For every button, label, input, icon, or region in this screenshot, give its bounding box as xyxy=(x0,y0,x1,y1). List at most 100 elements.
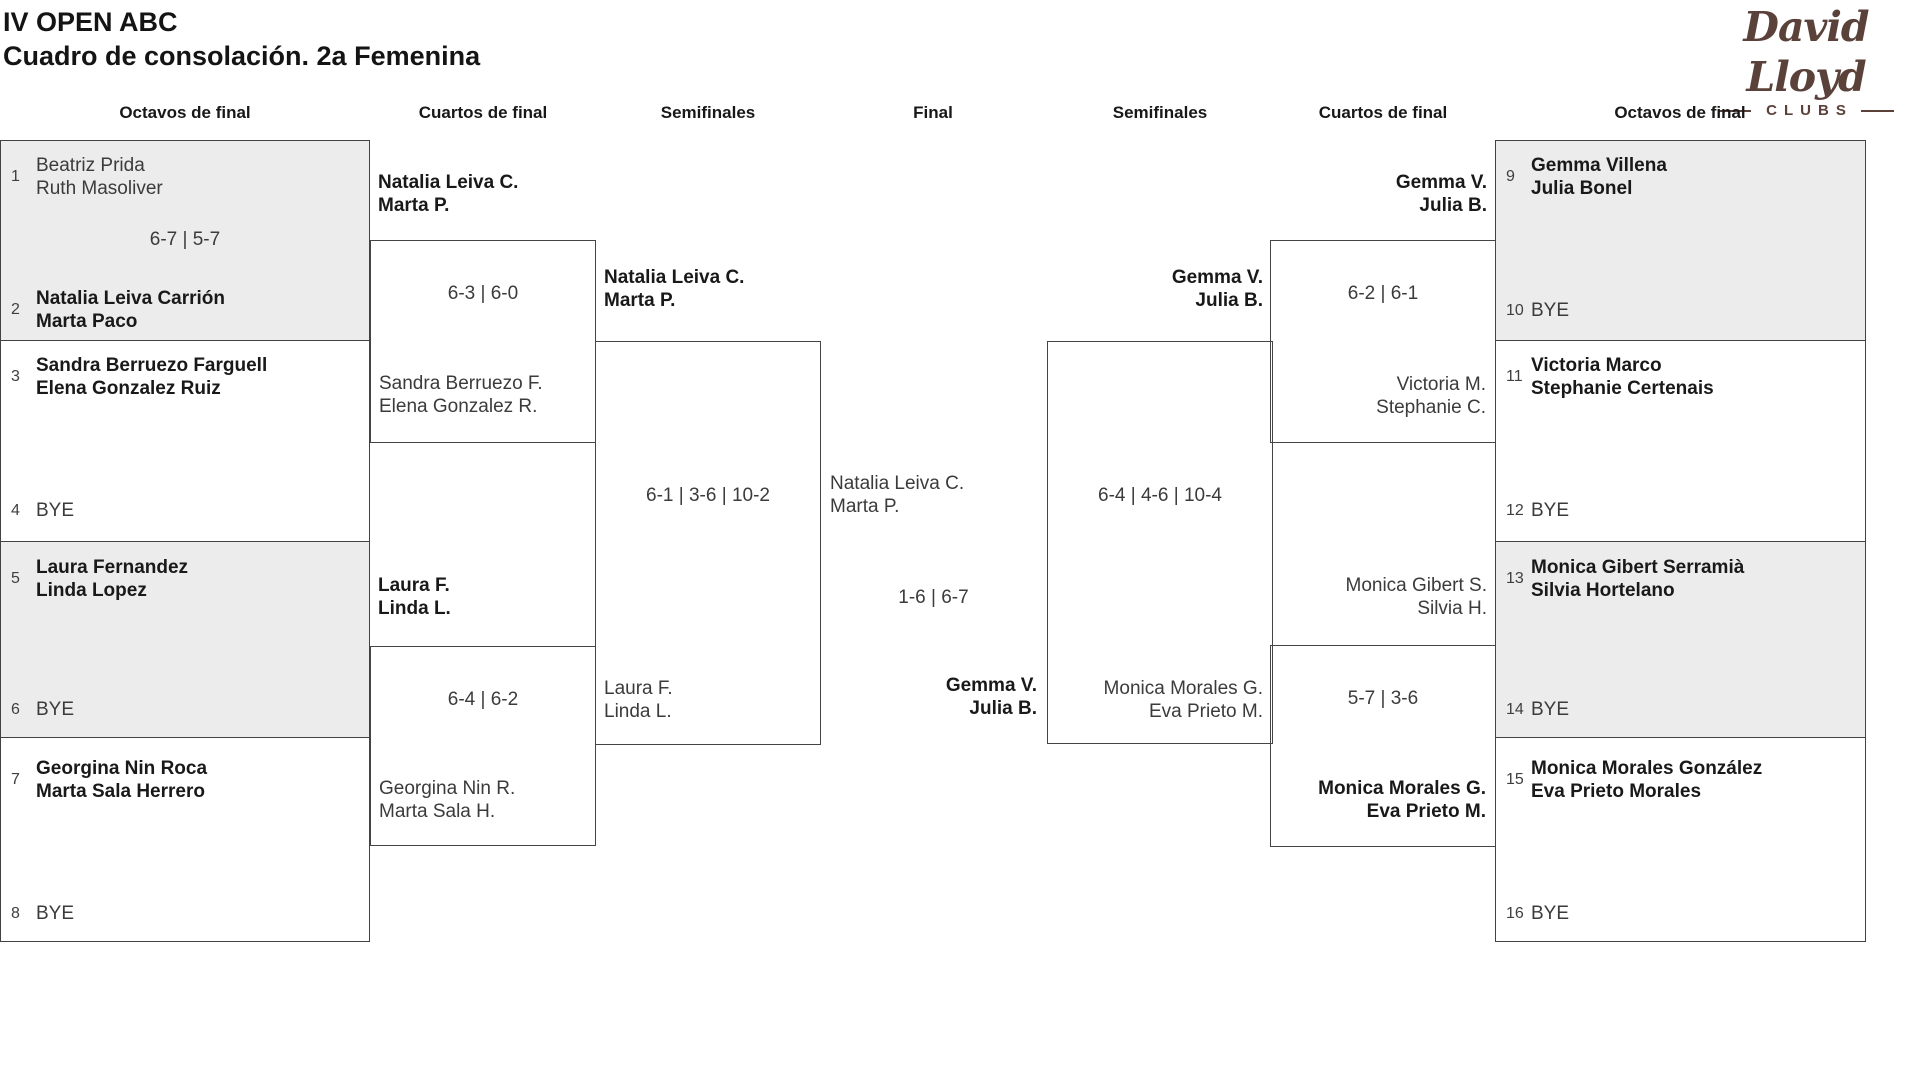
bracket-entry-8: 8 BYE xyxy=(11,902,74,925)
round-header-semis-left: Semifinales xyxy=(660,103,756,122)
draw-name: Cuadro de consolación. 2a Femenina xyxy=(3,41,481,71)
team-label-sf-right-winner: Gemma V.Julia B. xyxy=(1171,267,1263,311)
tournament-name: IV OPEN ABC xyxy=(3,7,178,37)
team-label: Georgina Nin R.Marta Sala H. xyxy=(379,778,516,822)
logo-dash-left xyxy=(1718,109,1752,112)
match-box-qf-right-2: 5-7 | 3-6 Monica Morales G.Eva Prieto M. xyxy=(1270,645,1496,847)
round-header-octavos-right: Octavos de final xyxy=(1614,103,1746,122)
bracket-entry-4: 4 BYE xyxy=(11,499,74,522)
team-label-qf-left-2-winner: Laura F.Linda L. xyxy=(378,575,451,619)
match-box-sf-left: 6-1 | 3-6 | 10-2 Laura F.Linda L. xyxy=(595,341,821,745)
match-box-qf-left-2: 6-4 | 6-2 Georgina Nin R.Marta Sala H. xyxy=(370,646,596,846)
seed-number: 10 xyxy=(1506,301,1524,319)
seed-number: 2 xyxy=(11,301,20,318)
seed-number: 4 xyxy=(11,501,20,519)
team-label: Victoria M.Stephanie C. xyxy=(1376,374,1486,418)
match-score: 6-3 | 6-0 xyxy=(447,283,519,304)
match-score: 6-4 | 4-6 | 10-4 xyxy=(1098,485,1222,506)
round-header-octavos-left: Octavos de final xyxy=(119,103,251,122)
bracket-entry-6: 6 BYE xyxy=(11,698,74,721)
bracket-entry-10: 10 BYE xyxy=(1506,299,1569,322)
final-score: 1-6 | 6-7 xyxy=(898,587,969,608)
round-header-cuartos-right: Cuartos de final xyxy=(1318,103,1448,122)
bye-label: BYE xyxy=(1531,903,1570,924)
seed-number: 5 xyxy=(11,570,20,587)
match-box-qf-right-1: 6-2 | 6-1 Victoria M.Stephanie C. xyxy=(1270,240,1496,443)
match-box-sf-right: 6-4 | 4-6 | 10-4 Monica Morales G.Eva Pr… xyxy=(1047,341,1273,744)
david-lloyd-logo: David Lloyd CLUBS xyxy=(1700,2,1912,119)
seed-number: 16 xyxy=(1506,904,1524,922)
logo-dash-right xyxy=(1860,109,1894,112)
bracket-entry-14: 14 BYE xyxy=(1506,698,1569,721)
seed-number: 3 xyxy=(11,368,20,385)
bye-label: BYE xyxy=(36,500,75,521)
round-header-cuartos-left: Cuartos de final xyxy=(418,103,548,122)
bye-label: BYE xyxy=(36,903,75,924)
team-label: Laura F.Linda L. xyxy=(604,678,673,722)
round-header-final: Final xyxy=(913,103,953,122)
team-label: Sandra Berruezo F.Elena Gonzalez R. xyxy=(379,373,543,417)
team-label-qf-right-1-winner: Gemma V.Julia B. xyxy=(1395,172,1487,216)
bye-label: BYE xyxy=(1531,300,1570,321)
bye-label: BYE xyxy=(1531,699,1570,720)
logo-tagline: CLUBS xyxy=(1700,102,1912,119)
seed-number: 7 xyxy=(11,771,20,788)
team-label-sf-left-winner: Natalia Leiva C.Marta P. xyxy=(604,267,745,311)
match-box-qf-left-1: 6-3 | 6-0 Sandra Berruezo F.Elena Gonzal… xyxy=(370,240,596,443)
team-label: Monica Morales G.Eva Prieto M. xyxy=(1103,678,1263,722)
seed-number: 9 xyxy=(1506,168,1515,185)
seed-number: 11 xyxy=(1506,368,1523,385)
match-score: 5-7 | 3-6 xyxy=(1347,688,1419,709)
team-label-qf-left-1-winner: Natalia Leiva C.Marta P. xyxy=(378,172,519,216)
page-title: IV OPEN ABC Cuadro de consolación. 2a Fe… xyxy=(3,5,480,73)
seed-number: 8 xyxy=(11,904,20,922)
team-label: Monica Morales G.Eva Prieto M. xyxy=(1318,778,1486,822)
seed-number: 6 xyxy=(11,700,20,718)
bye-label: BYE xyxy=(1531,500,1570,521)
logo-clubs-text: CLUBS xyxy=(1766,102,1853,119)
bracket-entry-16: 16 BYE xyxy=(1506,902,1569,925)
logo-brand-text: David Lloyd xyxy=(1743,3,1869,101)
team-label-finalist-bottom-champion: Gemma V.Julia B. xyxy=(945,675,1037,719)
bracket-entry-12: 12 BYE xyxy=(1506,499,1569,522)
bye-label: BYE xyxy=(36,699,75,720)
match-score: 6-2 | 6-1 xyxy=(1347,283,1419,304)
round-header-semis-right: Semifinales xyxy=(1112,103,1208,122)
team-label-finalist-top: Natalia Leiva C.Marta P. xyxy=(830,473,965,517)
seed-number: 13 xyxy=(1506,570,1524,587)
team-label-qf-right-2-top: Monica Gibert S.Silvia H. xyxy=(1345,575,1488,619)
seed-number: 15 xyxy=(1506,771,1524,788)
match-score: 6-7 | 5-7 xyxy=(149,229,221,250)
match-score: 6-4 | 6-2 xyxy=(447,689,519,710)
seed-number: 14 xyxy=(1506,700,1524,718)
seed-number: 1 xyxy=(11,168,20,185)
